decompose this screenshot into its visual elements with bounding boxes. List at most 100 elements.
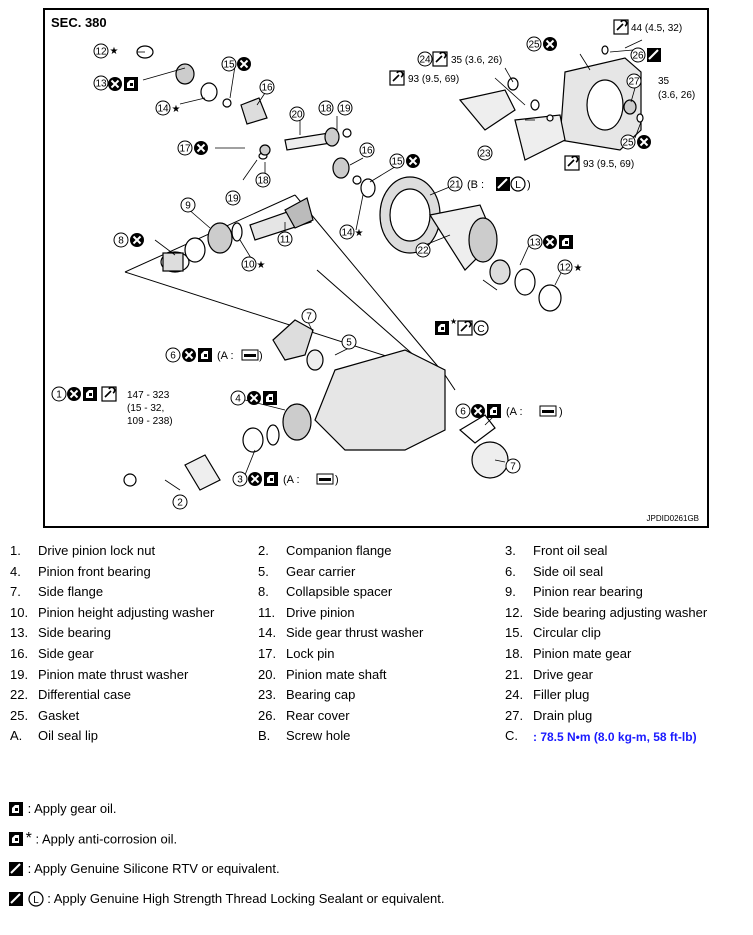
callout-18-mid: 18	[255, 172, 271, 188]
callout-6-left: 6	[165, 347, 181, 363]
legend-number: 3.	[505, 543, 516, 558]
star-icon: ★	[257, 260, 266, 271]
legend-number: 27.	[505, 707, 524, 723]
gear-oil-icon	[198, 348, 212, 362]
svg-text:2: 2	[177, 498, 183, 509]
legend-label: Pinion mate gear	[533, 646, 632, 661]
legend-number: 25.	[10, 707, 29, 723]
legend-label: Lock pin	[286, 646, 335, 661]
no-reuse-icon	[66, 386, 82, 402]
legend-number: 11.	[258, 604, 276, 620]
note-silicone: : Apply Genuine Silicone RTV or equivale…	[8, 860, 280, 880]
gear-oil-icon	[559, 235, 573, 249]
legend-number: 2.	[258, 543, 269, 558]
callout-19-mid: 19	[225, 190, 241, 206]
callout-16-top: 16	[259, 79, 275, 95]
svg-text:44 (4.5, 32): 44 (4.5, 32)	[631, 23, 682, 34]
callout-4: 4	[230, 390, 246, 406]
callout-17: 17	[177, 140, 193, 156]
svg-text:5: 5	[346, 338, 352, 349]
legend-number: 21.	[505, 666, 524, 682]
svg-text:): )	[259, 350, 263, 362]
callout-19-top: 19	[337, 100, 353, 116]
note-gear-oil-text: : Apply gear oil.	[27, 801, 117, 817]
asterisk-icon: *	[25, 830, 32, 847]
thread-lock-icon	[28, 890, 44, 907]
side-gear-parts	[136, 45, 376, 198]
svg-text:17: 17	[179, 144, 191, 155]
circle-c-icon	[473, 320, 489, 336]
torque-wrench-icon	[564, 155, 580, 171]
svg-text:12: 12	[95, 47, 107, 58]
svg-text:★: ★	[257, 260, 266, 271]
svg-text:21: 21	[449, 180, 461, 191]
svg-text:14: 14	[157, 104, 169, 115]
svg-text:12: 12	[559, 263, 571, 274]
callout-10: 10	[241, 256, 257, 272]
note-thread-lock-text: : Apply Genuine High Strength Thread Loc…	[47, 891, 445, 907]
svg-text:1: 1	[56, 390, 62, 401]
svg-text:8: 8	[118, 236, 124, 247]
svg-text:4: 4	[235, 394, 241, 405]
sealant-tube-icon	[646, 47, 662, 63]
callout-9: 9	[180, 197, 196, 213]
svg-text:25: 25	[622, 138, 634, 149]
legend-number: 8.	[258, 584, 269, 600]
legend-number: 12.	[505, 604, 524, 620]
callout-20: 20	[289, 106, 305, 122]
legend-number: A.	[10, 728, 23, 744]
section-label: SEC. 380	[51, 15, 107, 30]
svg-text:20: 20	[291, 110, 303, 121]
svg-text:(3.6, 26): (3.6, 26)	[658, 90, 695, 101]
callout-7-bottom: 7	[505, 458, 521, 474]
rear-cover	[458, 45, 644, 161]
no-reuse-icon	[405, 153, 421, 169]
legend-number: 23.	[258, 687, 277, 703]
svg-text:25: 25	[528, 40, 540, 51]
svg-text:22: 22	[417, 246, 429, 257]
gear-oil-icon	[124, 77, 138, 91]
callout-13-mid: 13	[527, 234, 543, 250]
legend-label: Side gear	[38, 646, 94, 661]
gear-carrier	[123, 319, 509, 491]
legend-label: Companion flange	[286, 543, 392, 558]
svg-text:★: ★	[172, 104, 181, 115]
callout-16-mid: 16	[359, 142, 375, 158]
sealant-bar-icon	[316, 473, 334, 485]
no-reuse-icon	[636, 134, 652, 150]
torque-wrench-icon	[432, 51, 448, 67]
svg-text:15: 15	[391, 157, 403, 168]
legend-number: 26.	[258, 707, 277, 723]
callout-12-mid: 12	[557, 259, 573, 275]
legend-number: 7.	[10, 584, 21, 600]
legend-label: Pinion rear bearing	[533, 584, 643, 600]
svg-text:24: 24	[419, 55, 431, 66]
callout-18-top: 18	[318, 100, 334, 116]
legend-number: 24.	[505, 687, 524, 703]
legend-number: 13.	[10, 625, 29, 641]
note-thread-lock: : Apply Genuine High Strength Thread Loc…	[8, 890, 445, 910]
callout-24: 24	[417, 51, 433, 67]
svg-text:147 - 323: 147 - 323	[127, 390, 170, 401]
callout-25-top: 25	[526, 36, 542, 52]
note-anti-corrosion-text: : Apply anti-corrosion oil.	[35, 831, 178, 847]
svg-text:93 (9.5, 69): 93 (9.5, 69)	[583, 159, 634, 170]
legend-label: : 78.5 N•m (8.0 kg-m, 58 ft-lb)	[533, 730, 697, 745]
svg-text:7: 7	[510, 462, 516, 473]
callout-3: 3	[232, 471, 248, 487]
svg-text:(B :: (B :	[467, 179, 484, 191]
svg-text:11: 11	[280, 235, 291, 246]
no-reuse-icon	[246, 390, 262, 406]
legend-label: Gear carrier	[286, 563, 356, 579]
callout-15-mid: 15	[389, 153, 405, 169]
legend-label: Collapsible spacer	[286, 584, 393, 600]
torque-icon-top	[613, 19, 629, 35]
svg-text:★: ★	[574, 263, 583, 274]
svg-text:109 - 238): 109 - 238)	[127, 416, 173, 427]
svg-text:6: 6	[170, 351, 176, 362]
legend-label: Side bearing	[38, 625, 111, 641]
